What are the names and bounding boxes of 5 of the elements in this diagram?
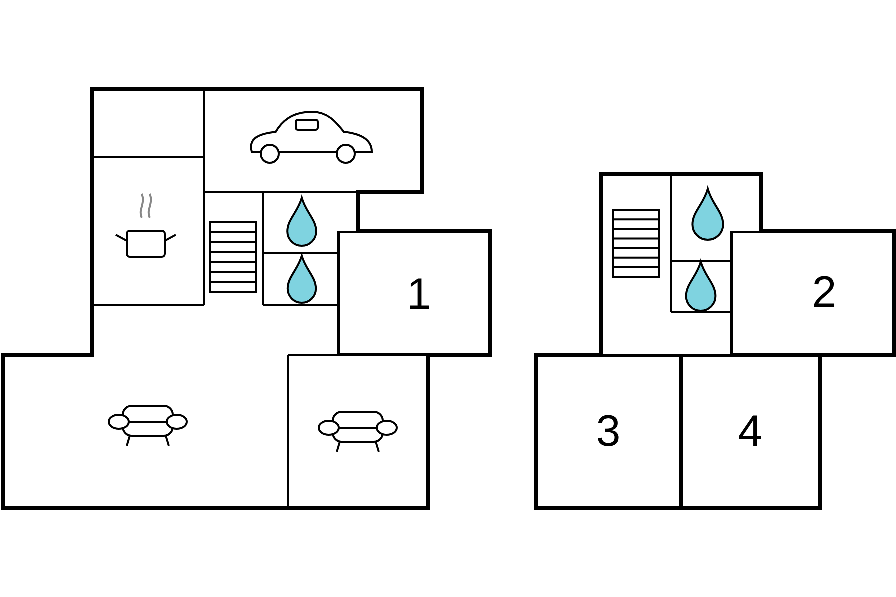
- room-number: 3: [596, 410, 621, 454]
- room-number: 2: [812, 271, 837, 315]
- room-number: 4: [738, 410, 763, 454]
- room: [681, 355, 820, 508]
- room-number: 1: [406, 273, 432, 317]
